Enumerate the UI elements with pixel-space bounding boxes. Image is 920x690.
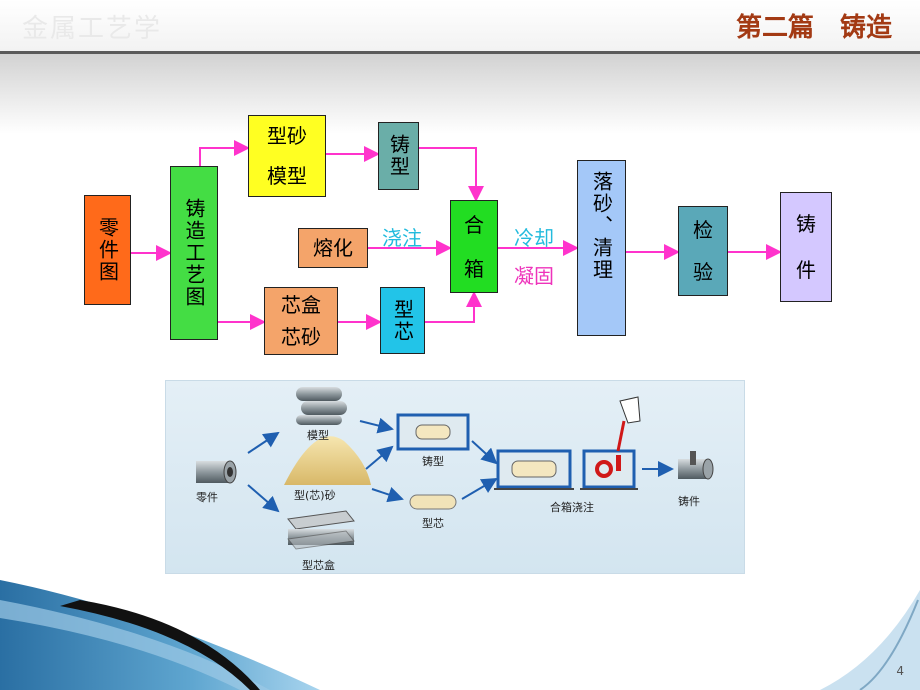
ladle-icon [619,396,641,424]
arrow-process-to-sand [199,140,250,166]
box-casting: 铸 件 [780,192,832,302]
page-title: 第二篇 铸造 [735,13,892,43]
page-number: 4 [896,664,904,678]
box-inspection-line1: 检 [693,218,713,242]
casting-process-illustration: 模型 零件 型(芯)砂 型芯盒 铸型 型芯 合箱浇注 铸件 [165,380,745,574]
box-sand-mold-line2: 模型 [267,164,307,188]
box-inspection-line2: 验 [693,260,713,284]
illustration-label-assembly-pour: 合箱浇注 [550,501,594,514]
box-mold-label: 铸型 [386,134,411,178]
flow-arrows [131,140,782,330]
header-divider [0,51,920,54]
header-shadow [0,54,920,134]
box-shakeout: 落砂、清理 [577,160,626,336]
sand-pile-icon [284,436,371,485]
header-bar [0,0,920,52]
arrow-mold-to-assembly [419,147,484,202]
model-rollers-icon [296,387,347,425]
illustration-label-mold: 铸型 [422,455,444,468]
box-casting-process-chart-label: 铸造工艺图 [182,198,206,308]
box-assembly-line1: 合 [464,212,484,237]
illustration-label-core-box: 型芯盒 [302,559,335,572]
box-core-box-line2: 芯砂 [281,325,321,349]
illustration-label-core: 型芯 [422,517,444,530]
box-assembly: 合 箱 [450,200,498,293]
box-melting: 熔化 [298,228,368,268]
core-rod-icon [409,494,457,510]
box-casting-line2: 件 [796,258,816,282]
box-part-drawing: 零件图 [84,195,131,305]
bottom-decoration [0,580,920,690]
box-sand-mold: 型砂 模型 [248,115,326,197]
box-shakeout-label: 落砂、清理 [589,171,614,281]
assembly-flask-icon [494,449,574,490]
box-sand-mold-line1: 型砂 [267,124,307,148]
box-inspection: 检 验 [678,206,728,296]
illustration-label-model: 模型 [307,429,329,442]
watermark-course-title: 金属工艺学 [22,14,163,44]
box-core-box: 芯盒 芯砂 [264,287,338,355]
box-melting-label: 熔化 [313,236,353,260]
illustration-label-part: 零件 [196,491,218,504]
box-core-label: 型芯 [390,298,415,343]
box-casting-process-chart: 铸造工艺图 [170,166,218,340]
box-casting-line1: 铸 [796,212,816,236]
arrow-core-to-assembly [425,291,482,323]
box-assembly-line2: 箱 [464,256,484,281]
mold-flask-icon [396,413,470,451]
box-core-box-line1: 芯盒 [281,293,321,317]
illustration-label-casting: 铸件 [678,495,700,508]
label-cooling: 冷却 [514,226,554,250]
pouring-flask-icon [580,396,641,490]
box-mold: 铸型 [378,122,419,190]
label-solidify: 凝固 [514,264,554,288]
casting-product-icon [678,451,714,480]
illustration-label-sand: 型(芯)砂 [294,489,336,502]
core-box-icon [287,510,355,550]
box-core: 型芯 [380,287,425,354]
box-part-drawing-label: 零件图 [95,217,120,283]
illustration-graphics [196,387,714,550]
part-cylinder-icon [196,460,237,484]
label-pouring: 浇注 [382,226,422,250]
